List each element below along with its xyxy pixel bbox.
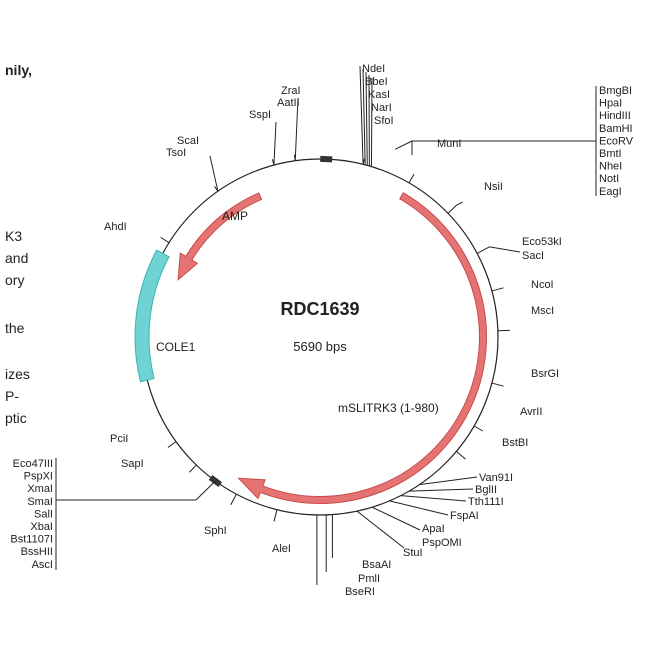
site-label-sspi: SspI	[249, 109, 271, 121]
site-leader-line	[419, 476, 478, 486]
site-label-ncoi: NcoI	[531, 279, 554, 291]
site-label-apai: ApaI	[422, 523, 445, 535]
site-label-aatii: AatII	[277, 97, 300, 109]
feature-mslitrk3-arrow-shape	[237, 192, 487, 504]
site-leader-line	[371, 506, 421, 531]
site-label-bglii: BglII	[475, 484, 497, 496]
site-label-noti: NotI	[599, 173, 619, 185]
site-label-eco47iii: Eco47III	[13, 458, 53, 470]
site-label-sali: SalI	[34, 508, 53, 520]
site-label-fspai: FspAI	[450, 510, 479, 522]
site-leader-line	[370, 77, 373, 167]
site-leader-line	[408, 488, 474, 492]
site-label-xbai: XbaI	[30, 521, 53, 533]
site-leader-line	[359, 65, 364, 165]
site-tick	[491, 382, 504, 387]
plasmid-backbone	[141, 158, 499, 516]
site-label-nsii: NsiI	[484, 181, 503, 193]
feature-mslitrk3-arrow	[237, 192, 487, 504]
feature-label-cole1: COLE1	[156, 340, 196, 354]
site-tick	[271, 159, 275, 166]
site-leader-line	[294, 97, 299, 161]
marker-top	[320, 155, 333, 163]
site-label-bsshii: BssHII	[21, 546, 53, 558]
site-tick	[167, 441, 177, 448]
site-label-pcii: PciI	[110, 433, 128, 445]
site-label-bmgbi: BmgBI	[599, 85, 632, 97]
feature-label-mslitrk3: mSLITRK3 (1-980)	[338, 401, 439, 415]
plasmid-name: RDC1639	[280, 299, 359, 319]
site-leader-line	[365, 71, 368, 166]
site-label-sphi: SphI	[204, 525, 227, 537]
site-label-tsoi: TsoI	[166, 147, 186, 159]
site-label-nhei: NheI	[599, 161, 622, 173]
site-leader-line	[400, 495, 467, 502]
site-tick	[189, 464, 197, 473]
site-tick	[473, 425, 484, 432]
site-label-ecorv: EcoRV	[599, 135, 634, 147]
site-label-stui: StuI	[403, 547, 423, 559]
site-tick	[476, 246, 490, 254]
site-label-xmai: XmaI	[27, 483, 53, 495]
feature-amp-arrow	[177, 192, 263, 281]
site-tick	[214, 185, 219, 192]
site-leader-line	[209, 155, 219, 192]
site-label-bseri: BseRI	[345, 586, 375, 598]
site-label-bsrgi: BsrGI	[531, 368, 559, 380]
site-label-kasi: KasI	[368, 89, 390, 101]
feature-amp-arrow-shape	[177, 192, 263, 281]
site-label-bst1107i: Bst1107I	[10, 534, 53, 546]
site-label-bmti: BmtI	[599, 148, 622, 160]
site-tick	[362, 158, 365, 165]
site-label-smai: SmaI	[27, 496, 53, 508]
site-label-msci: MscI	[531, 305, 554, 317]
feature-label-amp: AMP	[222, 209, 248, 223]
site-leader-line	[489, 246, 521, 253]
site-leader-line	[273, 121, 277, 166]
site-tick	[456, 451, 466, 460]
site-label-hpai: HpaI	[599, 98, 622, 110]
feature-cole1-block	[134, 249, 170, 383]
site-label-asci: AscI	[32, 559, 53, 571]
site-label-sfoi: SfoI	[374, 115, 394, 127]
site-label-saci: SacI	[522, 250, 544, 262]
site-label-eagi: EagI	[599, 186, 622, 198]
site-label-bsaai: BsaAI	[362, 559, 391, 571]
plasmid-size: 5690 bps	[293, 339, 347, 354]
site-tick	[293, 154, 296, 161]
site-label-bstbi: BstBI	[502, 437, 528, 449]
site-leader-line	[195, 480, 216, 501]
site-label-nari: NarI	[371, 102, 392, 114]
site-label-scai: ScaI	[177, 135, 199, 147]
site-label-alei: AleI	[272, 543, 291, 555]
site-tick	[447, 204, 458, 214]
site-label-bamhi: BamHI	[599, 123, 633, 135]
site-label-muni: MunI	[437, 138, 461, 150]
site-tick	[408, 173, 415, 184]
site-label-avrii: AvrII	[520, 406, 542, 418]
site-label-zrai: ZraI	[281, 85, 301, 97]
site-tick	[491, 287, 504, 292]
site-label-pspxi: PspXI	[24, 471, 53, 483]
site-label-ahdi: AhdI	[104, 221, 127, 233]
site-leader-line	[456, 201, 463, 206]
site-leader-line	[356, 510, 405, 549]
site-tick	[273, 509, 278, 522]
site-label-hindiii: HindIII	[599, 110, 631, 122]
site-label-tth111i: Tth111I	[468, 496, 504, 508]
site-tick	[160, 236, 170, 244]
site-tick	[230, 493, 237, 505]
site-leader-line	[362, 68, 366, 165]
site-leader-line	[394, 140, 413, 150]
site-label-van91i: Van91I	[479, 472, 513, 484]
site-leader-line	[389, 500, 449, 516]
site-label-eco53ki: Eco53kI	[522, 236, 562, 248]
site-label-ndei: NdeI	[362, 63, 385, 75]
site-label-sapi: SapI	[121, 458, 144, 470]
site-label-pspomi: PspOMI	[422, 537, 462, 549]
site-label-pmli: PmlI	[358, 573, 380, 585]
site-label-bbei: BbeI	[365, 76, 388, 88]
